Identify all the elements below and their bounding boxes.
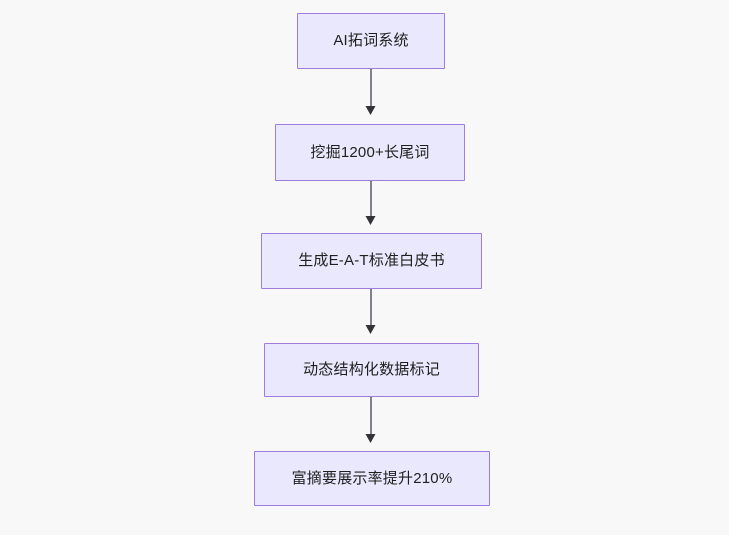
flow-node-1-label: AI拓词系统 <box>333 32 409 49</box>
flow-node-5[interactable]: 富摘要展示率提升210% <box>254 451 490 506</box>
arrow-head-icon <box>365 106 376 115</box>
flow-node-2-label: 挖掘1200+长尾词 <box>310 143 430 161</box>
flow-node-3-label: 生成E-A-T标准白皮书 <box>298 252 445 269</box>
arrow-head-icon <box>365 325 376 334</box>
flow-edge-3-line <box>370 289 372 326</box>
arrow-head-icon <box>365 434 376 443</box>
arrow-head-icon <box>365 216 376 225</box>
flow-node-4-label: 动态结构化数据标记 <box>303 361 440 378</box>
flow-node-2[interactable]: 挖掘1200+长尾词 <box>275 124 465 181</box>
flow-edge-2-line <box>370 181 372 217</box>
flow-node-3[interactable]: 生成E-A-T标准白皮书 <box>261 233 482 289</box>
flow-node-5-label: 富摘要展示率提升210% <box>291 469 453 487</box>
flow-edge-4-line <box>370 397 372 435</box>
flow-node-4[interactable]: 动态结构化数据标记 <box>264 343 479 397</box>
flow-edge-1-line <box>370 69 372 107</box>
flow-node-1[interactable]: AI拓词系统 <box>297 13 445 69</box>
